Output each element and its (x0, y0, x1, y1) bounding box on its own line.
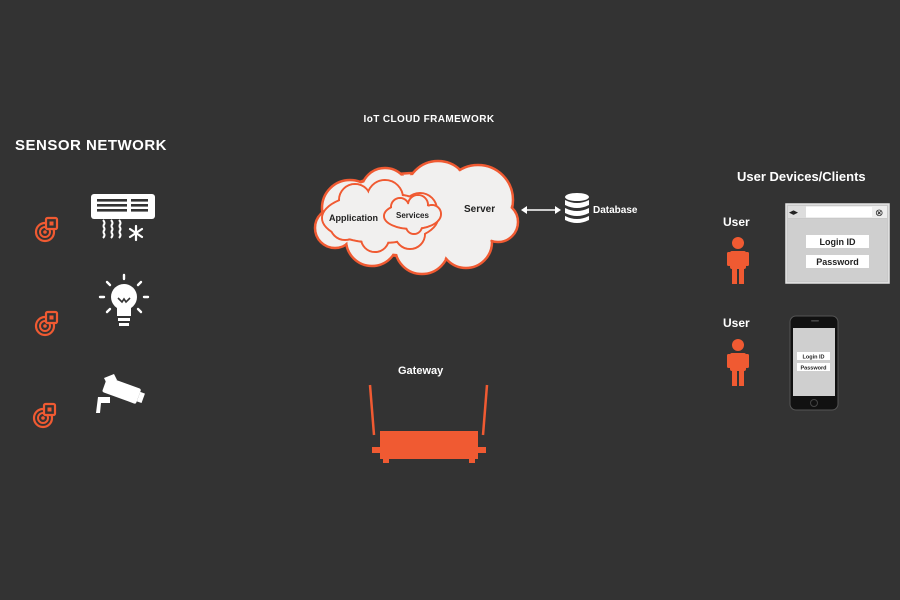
services-label: Services (396, 211, 429, 220)
phone-password-field[interactable] (797, 363, 830, 371)
phone-login-label: Login ID (803, 355, 825, 361)
gateway-label: Gateway (398, 365, 444, 377)
login-field[interactable] (806, 235, 869, 248)
user-label-1: User (723, 215, 750, 229)
user-devices-title: User Devices/Clients (737, 169, 866, 184)
phone-login-field[interactable] (797, 352, 830, 360)
sensor-node-icon (34, 310, 59, 337)
iot-cloud-framework-title: IoT CLOUD FRAMEWORK (363, 114, 495, 125)
user-person-icon (727, 237, 749, 284)
light-bulb-icon (98, 273, 150, 326)
sensor-node-icon (32, 402, 57, 429)
password-field[interactable] (806, 255, 869, 268)
gateway-router-icon (368, 384, 489, 463)
application-label: Application (329, 213, 378, 223)
phone-password-label: Password (801, 366, 827, 372)
air-conditioner-icon (91, 194, 155, 242)
user-person-icon (727, 339, 749, 386)
browser-window (785, 203, 890, 284)
sensor-node-icon (34, 216, 59, 243)
user-label-2: User (723, 316, 750, 330)
login-id-label: Login ID (820, 237, 856, 247)
database-icon (565, 193, 589, 223)
browser-nav-icon[interactable]: ◂▸ (789, 207, 799, 217)
sensor-network-title: SENSOR NETWORK (15, 137, 168, 154)
database-label: Database (593, 205, 638, 216)
double-arrow-icon (521, 206, 561, 214)
password-label: Password (816, 257, 859, 267)
security-camera-icon (96, 374, 145, 413)
browser-close-icon[interactable]: ⊗ (875, 208, 883, 219)
server-label: Server (464, 204, 495, 215)
